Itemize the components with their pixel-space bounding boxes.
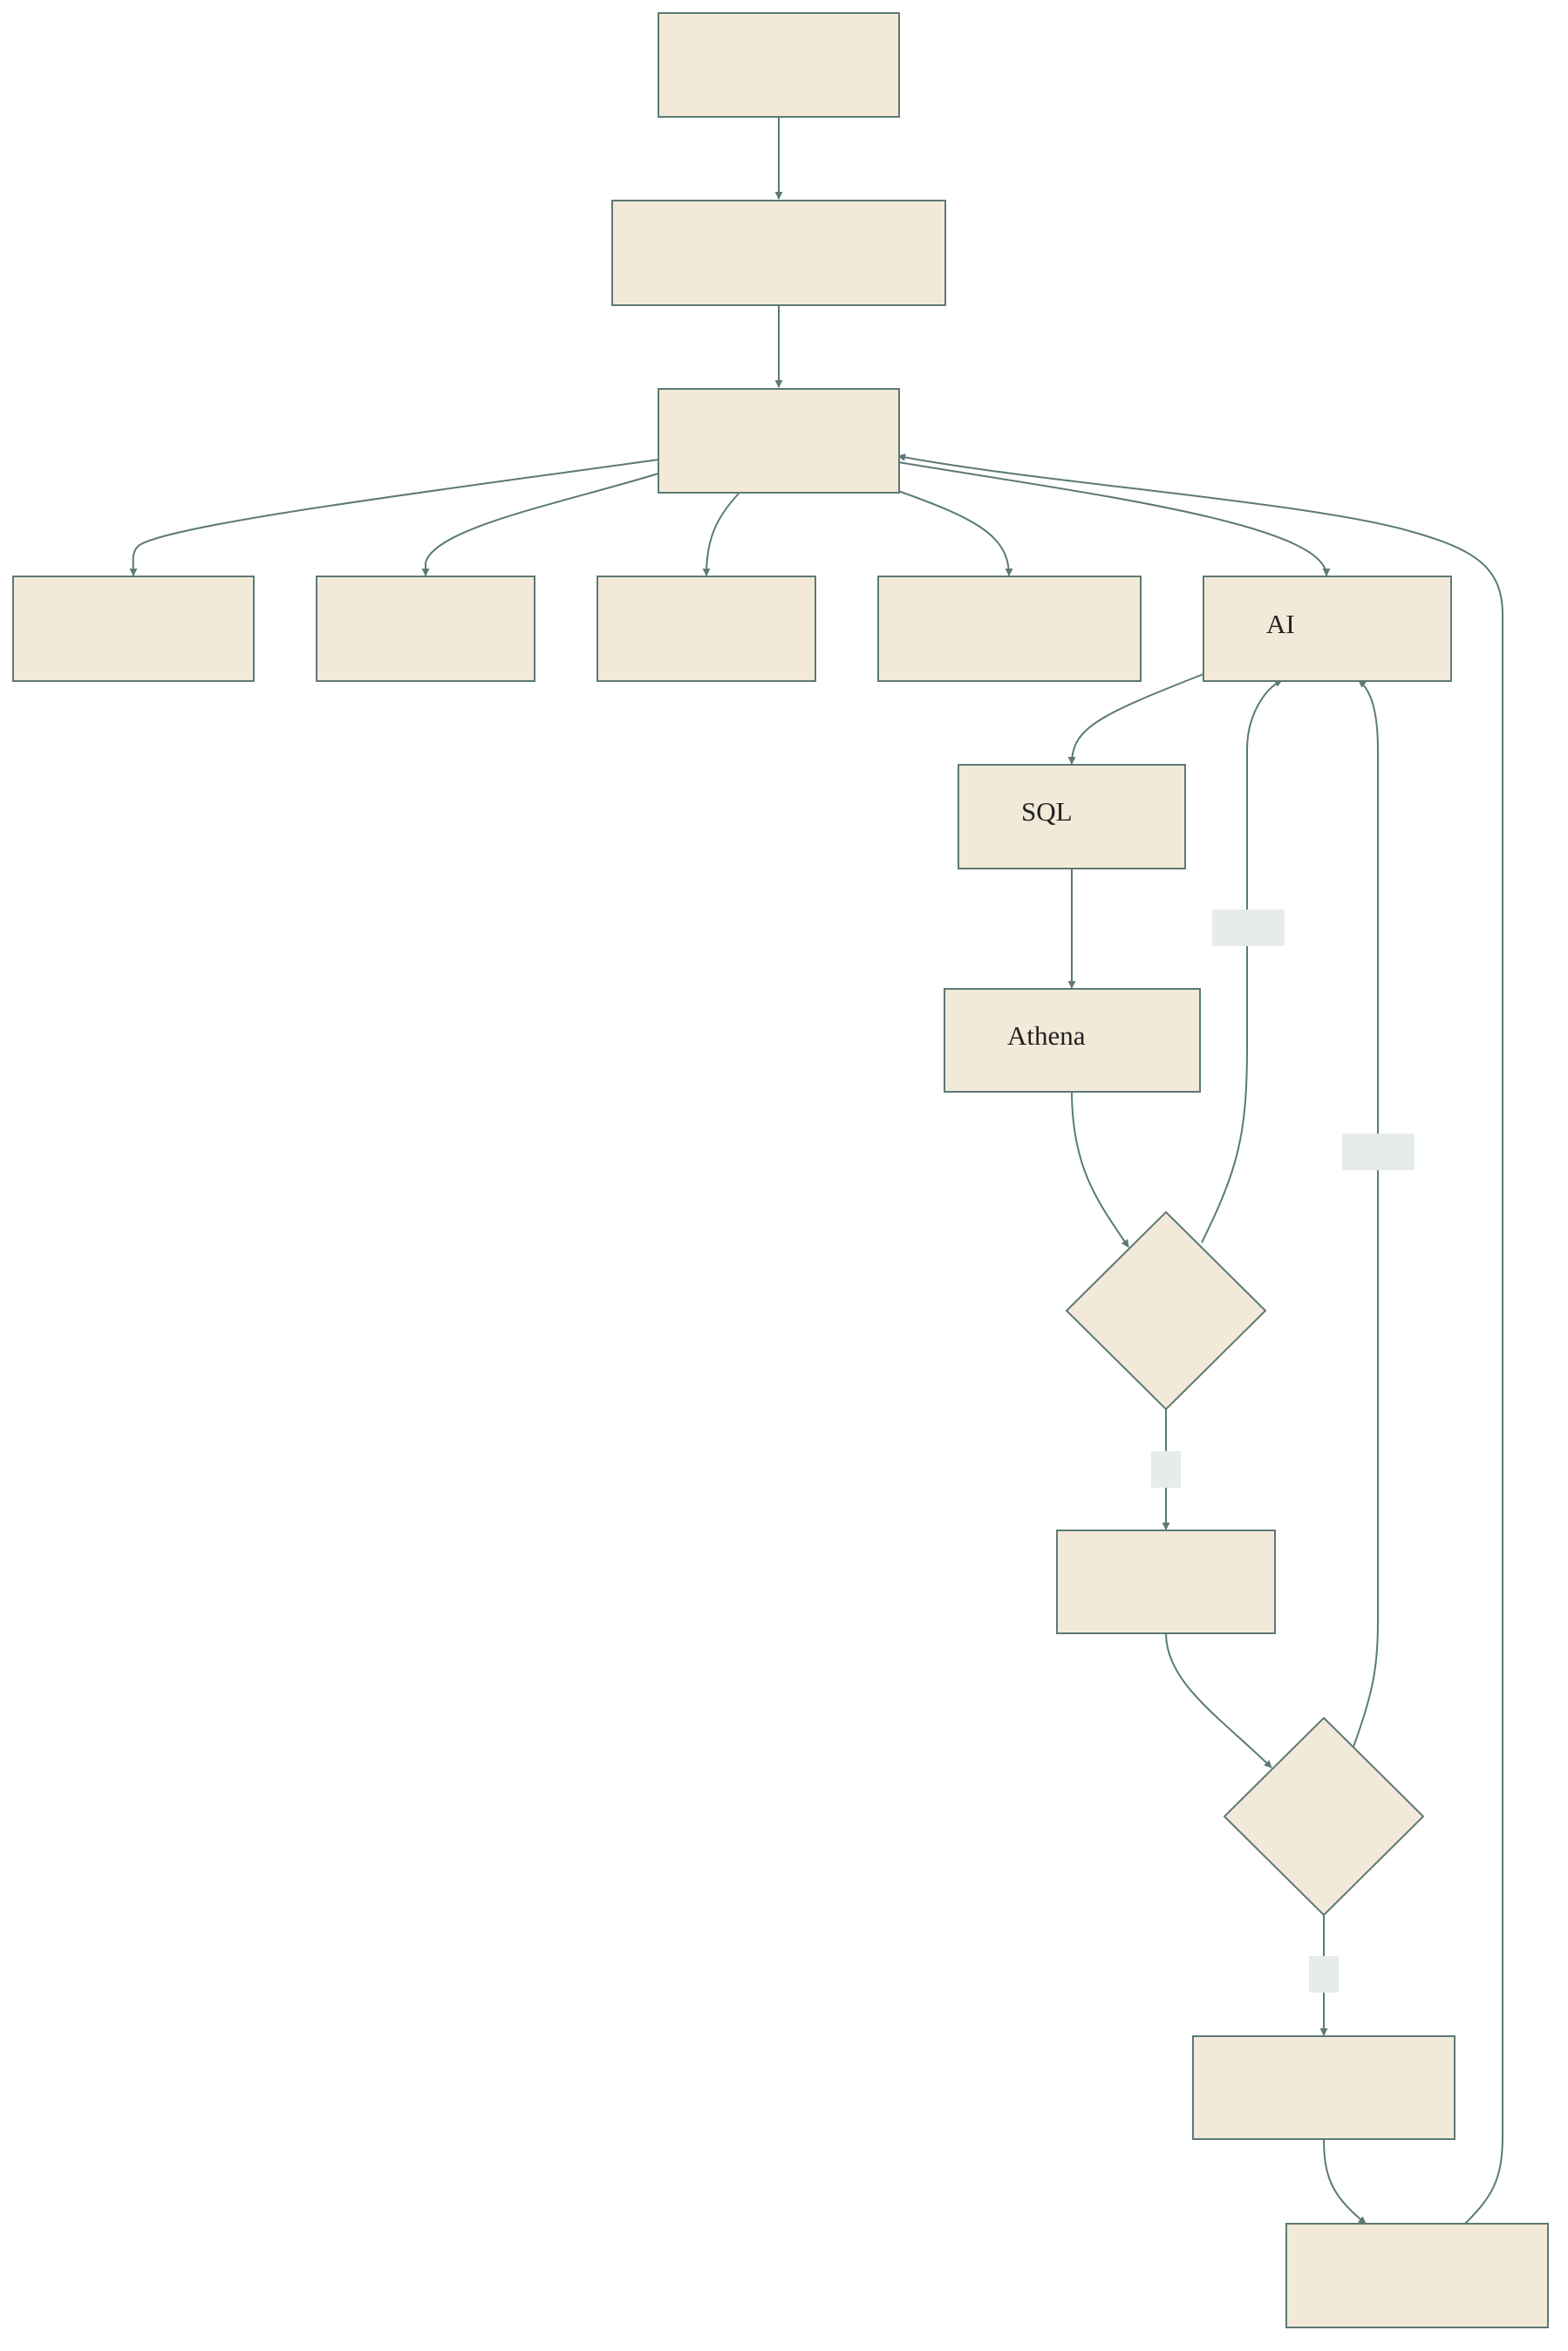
- edge-label-d1-to-n11: [1151, 1451, 1181, 1488]
- node-n3[interactable]: [658, 388, 900, 494]
- edge-n3-to-n8: [897, 461, 1331, 576]
- node-n6[interactable]: [597, 576, 816, 682]
- edge-d2-to-n8: [1353, 679, 1379, 1748]
- edge-label-d2-to-n8: [1342, 1134, 1415, 1170]
- node-n9-label: SQL: [1021, 796, 1073, 827]
- nodes: AI SQL Athena: [12, 12, 1549, 2328]
- node-n12[interactable]: [1192, 2035, 1456, 2140]
- node-n10-label: Athena: [1007, 1020, 1086, 1051]
- node-n2[interactable]: [611, 200, 946, 306]
- node-n8-label: AI: [1266, 609, 1295, 639]
- node-n8[interactable]: AI: [1203, 576, 1452, 682]
- node-d1-decision[interactable]: [1065, 1210, 1267, 1411]
- edge-n3-to-n5: [421, 473, 659, 576]
- node-n13[interactable]: [1285, 2223, 1549, 2328]
- node-n10[interactable]: Athena: [944, 988, 1201, 1093]
- edge-n12-to-n13: [1323, 2138, 1367, 2225]
- node-n4[interactable]: [12, 576, 255, 682]
- edge-n13-to-n3: [897, 453, 1503, 2225]
- edge-n11-to-d2: [1165, 1632, 1272, 1768]
- edge-n3-to-n7: [897, 490, 1013, 576]
- node-n5[interactable]: [316, 576, 535, 682]
- edge-n3-to-n6: [702, 493, 740, 576]
- edge-n10-to-d1: [1071, 1090, 1129, 1248]
- edge-n3-to-n4: [129, 459, 659, 576]
- node-d2-decision[interactable]: [1223, 1716, 1425, 1917]
- node-n1[interactable]: [658, 12, 900, 118]
- edge-labels: [1151, 910, 1415, 1993]
- edge-label-d1-to-n8: [1212, 910, 1285, 946]
- node-n9[interactable]: SQL: [958, 764, 1186, 869]
- node-n11[interactable]: [1056, 1530, 1276, 1634]
- edge-n8-to-n9: [1067, 673, 1204, 765]
- edge-label-d2-to-n12: [1309, 1956, 1339, 1993]
- node-n7[interactable]: [877, 576, 1142, 682]
- edges: [129, 117, 1503, 2225]
- edge-d1-to-n8: [1201, 679, 1283, 1244]
